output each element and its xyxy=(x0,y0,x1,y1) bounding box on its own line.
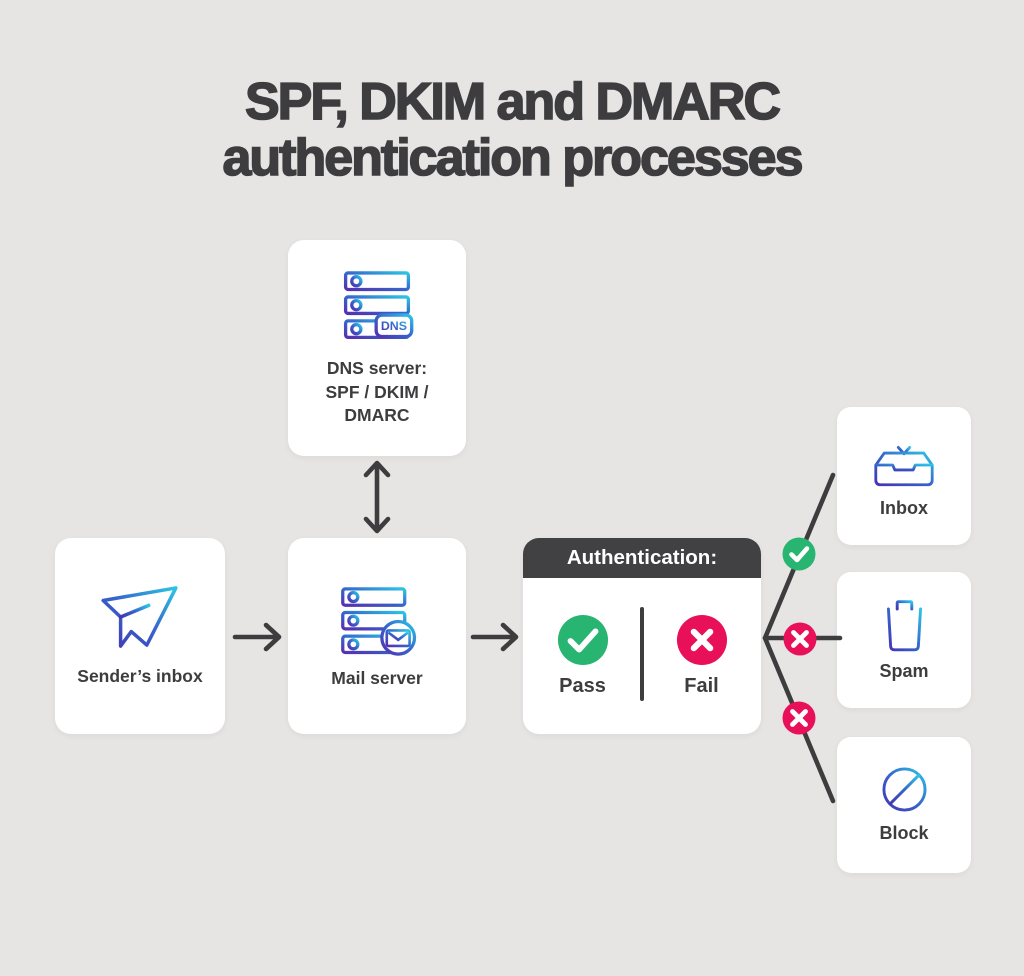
block-icon xyxy=(881,767,927,812)
divider xyxy=(640,607,644,701)
node-label: Sender’s inbox xyxy=(77,666,203,686)
node-inbox: Inbox xyxy=(837,407,971,545)
node-label: Spam xyxy=(879,661,929,681)
flow-arrow-mail-to-auth xyxy=(470,622,519,652)
node-mail-server: Mail server xyxy=(288,538,466,734)
auth-fail: Fail xyxy=(642,578,761,734)
auth-pass: Pass xyxy=(523,578,642,734)
flow-double-arrow-dns-mail xyxy=(363,460,391,534)
node-dns-server: DNS DNS server: SPF / DKIM / DMARC xyxy=(288,240,466,456)
node-authentication: Authentication: Pass Fail xyxy=(523,538,761,734)
node-label: Inbox xyxy=(880,497,928,518)
envelope-icon xyxy=(385,628,411,647)
node-label: Mail server xyxy=(331,667,423,688)
inbox-tray-icon xyxy=(874,433,934,486)
page-title-line1: SPF, DKIM and DMARC xyxy=(244,73,782,131)
page-title-line2: authentication processes xyxy=(222,129,805,187)
paper-plane-icon xyxy=(101,586,178,648)
outcome-badge-spam-x-icon xyxy=(783,622,817,656)
x-circle-icon xyxy=(676,614,727,666)
flow-arrow-sender-to-mail xyxy=(232,622,282,652)
node-block: Block xyxy=(837,737,971,873)
dns-badge-label: DNS xyxy=(381,319,407,333)
mail-server-icon xyxy=(341,586,417,656)
page-title: SPF, DKIM and DMARC authentication proce… xyxy=(0,73,1024,187)
node-label: DNS server: SPF / DKIM / DMARC xyxy=(325,358,429,426)
authentication-header: Authentication: xyxy=(523,538,761,578)
pass-label: Pass xyxy=(559,675,606,697)
check-circle-icon xyxy=(557,614,608,666)
branch-line-inbox-block xyxy=(762,472,836,804)
trash-icon xyxy=(881,600,927,652)
node-spam: Spam xyxy=(837,572,971,708)
node-label: Block xyxy=(879,823,929,843)
fail-label: Fail xyxy=(684,675,719,697)
node-sender-inbox: Sender’s inbox xyxy=(55,538,225,734)
authentication-body: Pass Fail xyxy=(523,578,761,734)
dns-server-icon: DNS xyxy=(343,271,414,340)
outcome-badge-block-x-icon xyxy=(782,701,816,735)
outcome-badge-inbox-check-icon xyxy=(782,537,816,571)
